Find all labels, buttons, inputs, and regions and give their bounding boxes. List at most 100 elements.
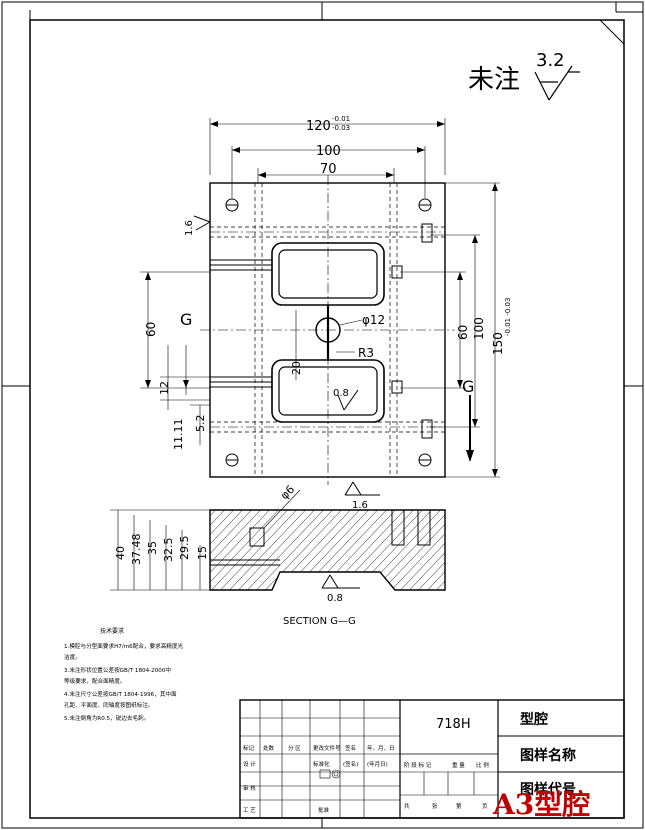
label-approve: 批准 <box>318 806 330 814</box>
label-sign: 签名 <box>345 744 356 752</box>
roughness-symbol-main <box>534 65 580 101</box>
dim-11-11: 11.11 <box>172 419 185 451</box>
hatch-line <box>517 500 612 600</box>
label-sheet-no: 第 <box>456 802 462 810</box>
dim-40: 40 <box>114 546 127 560</box>
screw-hole <box>418 198 432 212</box>
label-date2: (年月日) <box>367 760 388 768</box>
dim-60-right: 60 <box>456 325 470 340</box>
roughness-side: 1.6 <box>184 220 195 236</box>
label-date: 年、月、日 <box>367 744 395 752</box>
hatch-line <box>273 510 370 590</box>
surface-value: 3.2 <box>536 50 565 71</box>
dim-radius: R3 <box>358 346 374 360</box>
part-name: 型腔 <box>520 711 548 728</box>
label-sheets: 张 <box>432 802 438 810</box>
label-change-doc: 更改文件号 <box>313 744 341 752</box>
surface-note: 未注 <box>468 65 520 95</box>
hatch-line <box>399 510 445 590</box>
dim-dia-12: φ12 <box>362 313 385 327</box>
hatch-line <box>481 500 576 600</box>
cavity-pocket-upper-inner <box>278 249 378 299</box>
hatch-line <box>264 510 361 590</box>
hatch-line <box>282 510 379 590</box>
hatch-line <box>381 510 445 590</box>
hatch-line <box>210 510 271 590</box>
dim-60-left: 60 <box>144 322 158 337</box>
corner-mark <box>599 19 625 45</box>
hatch-line <box>390 510 445 590</box>
label-total: 共 <box>404 802 410 810</box>
dim-100: 100 <box>316 144 341 159</box>
tech-note-line: 3.未注形状位置公差按GB/T 1804-2000中 <box>64 666 171 674</box>
hatch-line <box>300 510 397 590</box>
label-design: 设 计 <box>243 760 256 768</box>
hatch-line <box>372 510 445 590</box>
dim-70: 70 <box>320 162 337 177</box>
label-weight: 重 量 <box>452 761 465 769</box>
hatch-line <box>535 500 630 600</box>
tech-note-line: 5.未注倒角为R0.5，锐边去毛刺。 <box>64 714 149 722</box>
hatch-line <box>237 510 334 590</box>
dim-120: 120 <box>306 119 331 134</box>
label-standard: 标准化 <box>313 760 330 768</box>
drawing-name-label: 图样名称 <box>520 747 576 764</box>
label-mark: 标记 <box>243 744 255 752</box>
screw-hole <box>225 198 239 212</box>
top-view: 120 -0.01 -0.03 100 70 150 -0.01 -0.03 1… <box>140 115 512 511</box>
label-count: 处数 <box>263 744 275 752</box>
hatch-line <box>210 510 307 590</box>
tech-notes-heading: 技术要求 <box>100 627 124 635</box>
dim-20: 20 <box>290 361 303 375</box>
hatch-line <box>408 510 445 590</box>
dim-35: 35 <box>146 541 159 555</box>
roughness-section: 0.8 <box>327 593 343 604</box>
label-process: 工 艺 <box>243 807 256 814</box>
screw-hole <box>225 453 239 467</box>
hatch-line <box>354 510 445 590</box>
roughness-symbol-section <box>321 574 360 589</box>
tech-note-line: 等级要求，配合面精度。 <box>64 677 126 685</box>
hatch-line <box>499 500 594 600</box>
dim-29-5: 29.5 <box>178 536 191 561</box>
roughness-pocket: 0.8 <box>333 388 349 399</box>
hatch-line <box>210 510 298 590</box>
label-review: 审 核 <box>243 784 256 792</box>
tech-note-line: 1.模腔与分型面要求H7/m6配合，要求高精度光 <box>64 642 183 650</box>
hatch-line <box>490 500 585 600</box>
dim-15: 15 <box>196 546 209 560</box>
hatch-line <box>435 510 445 590</box>
hatch-line <box>526 500 621 600</box>
section-mark-right: G <box>462 377 474 396</box>
label-stage-mark: 阶 段 标 记 <box>404 761 432 769</box>
tech-note-line: 4.未注尺寸公差按GB/T 1804-1996，其中面 <box>64 690 177 698</box>
roughness-bottom: 1.6 <box>352 500 368 511</box>
section-mark-left: G <box>180 310 192 329</box>
section-hole <box>249 527 265 547</box>
roughness-symbol-pocket <box>337 389 359 411</box>
dim-32-5: 32.5 <box>162 538 175 563</box>
hatch-line <box>345 510 442 590</box>
label-sign2: (签名) <box>343 760 358 768</box>
port <box>421 223 433 243</box>
cavity-pocket-lower-inner <box>278 366 378 416</box>
section-view: 40 37.48 35 32.5 29.5 15 φ6 0.8 SECTION … <box>110 483 630 627</box>
port <box>391 380 403 394</box>
hatch-line <box>327 510 424 590</box>
roughness-symbol-side <box>193 215 211 231</box>
drawing-frame <box>29 19 625 819</box>
hatch-line <box>291 510 388 590</box>
label-page: 页 <box>482 803 488 810</box>
dim-150-tol: -0.01 -0.03 <box>504 298 512 336</box>
section-hole <box>391 509 405 546</box>
dim-100-vertical: 100 <box>472 317 486 340</box>
screw-hole <box>418 453 432 467</box>
tech-note-line: 洁度。 <box>64 653 81 661</box>
hatch-line <box>246 510 343 590</box>
hatch-line <box>210 510 244 590</box>
dim-37-48: 37.48 <box>130 534 143 566</box>
technical-notes: 技术要求 1.模腔与分型面要求H7/m6配合，要求高精度光 洁度。 3.未注形状… <box>64 627 183 722</box>
port <box>421 419 433 439</box>
hatch-line <box>219 510 316 590</box>
title-block: 718H 型腔 图样名称 图样代号 标记 处数 分 区 更改文件号 签名 年、月… <box>239 699 625 819</box>
